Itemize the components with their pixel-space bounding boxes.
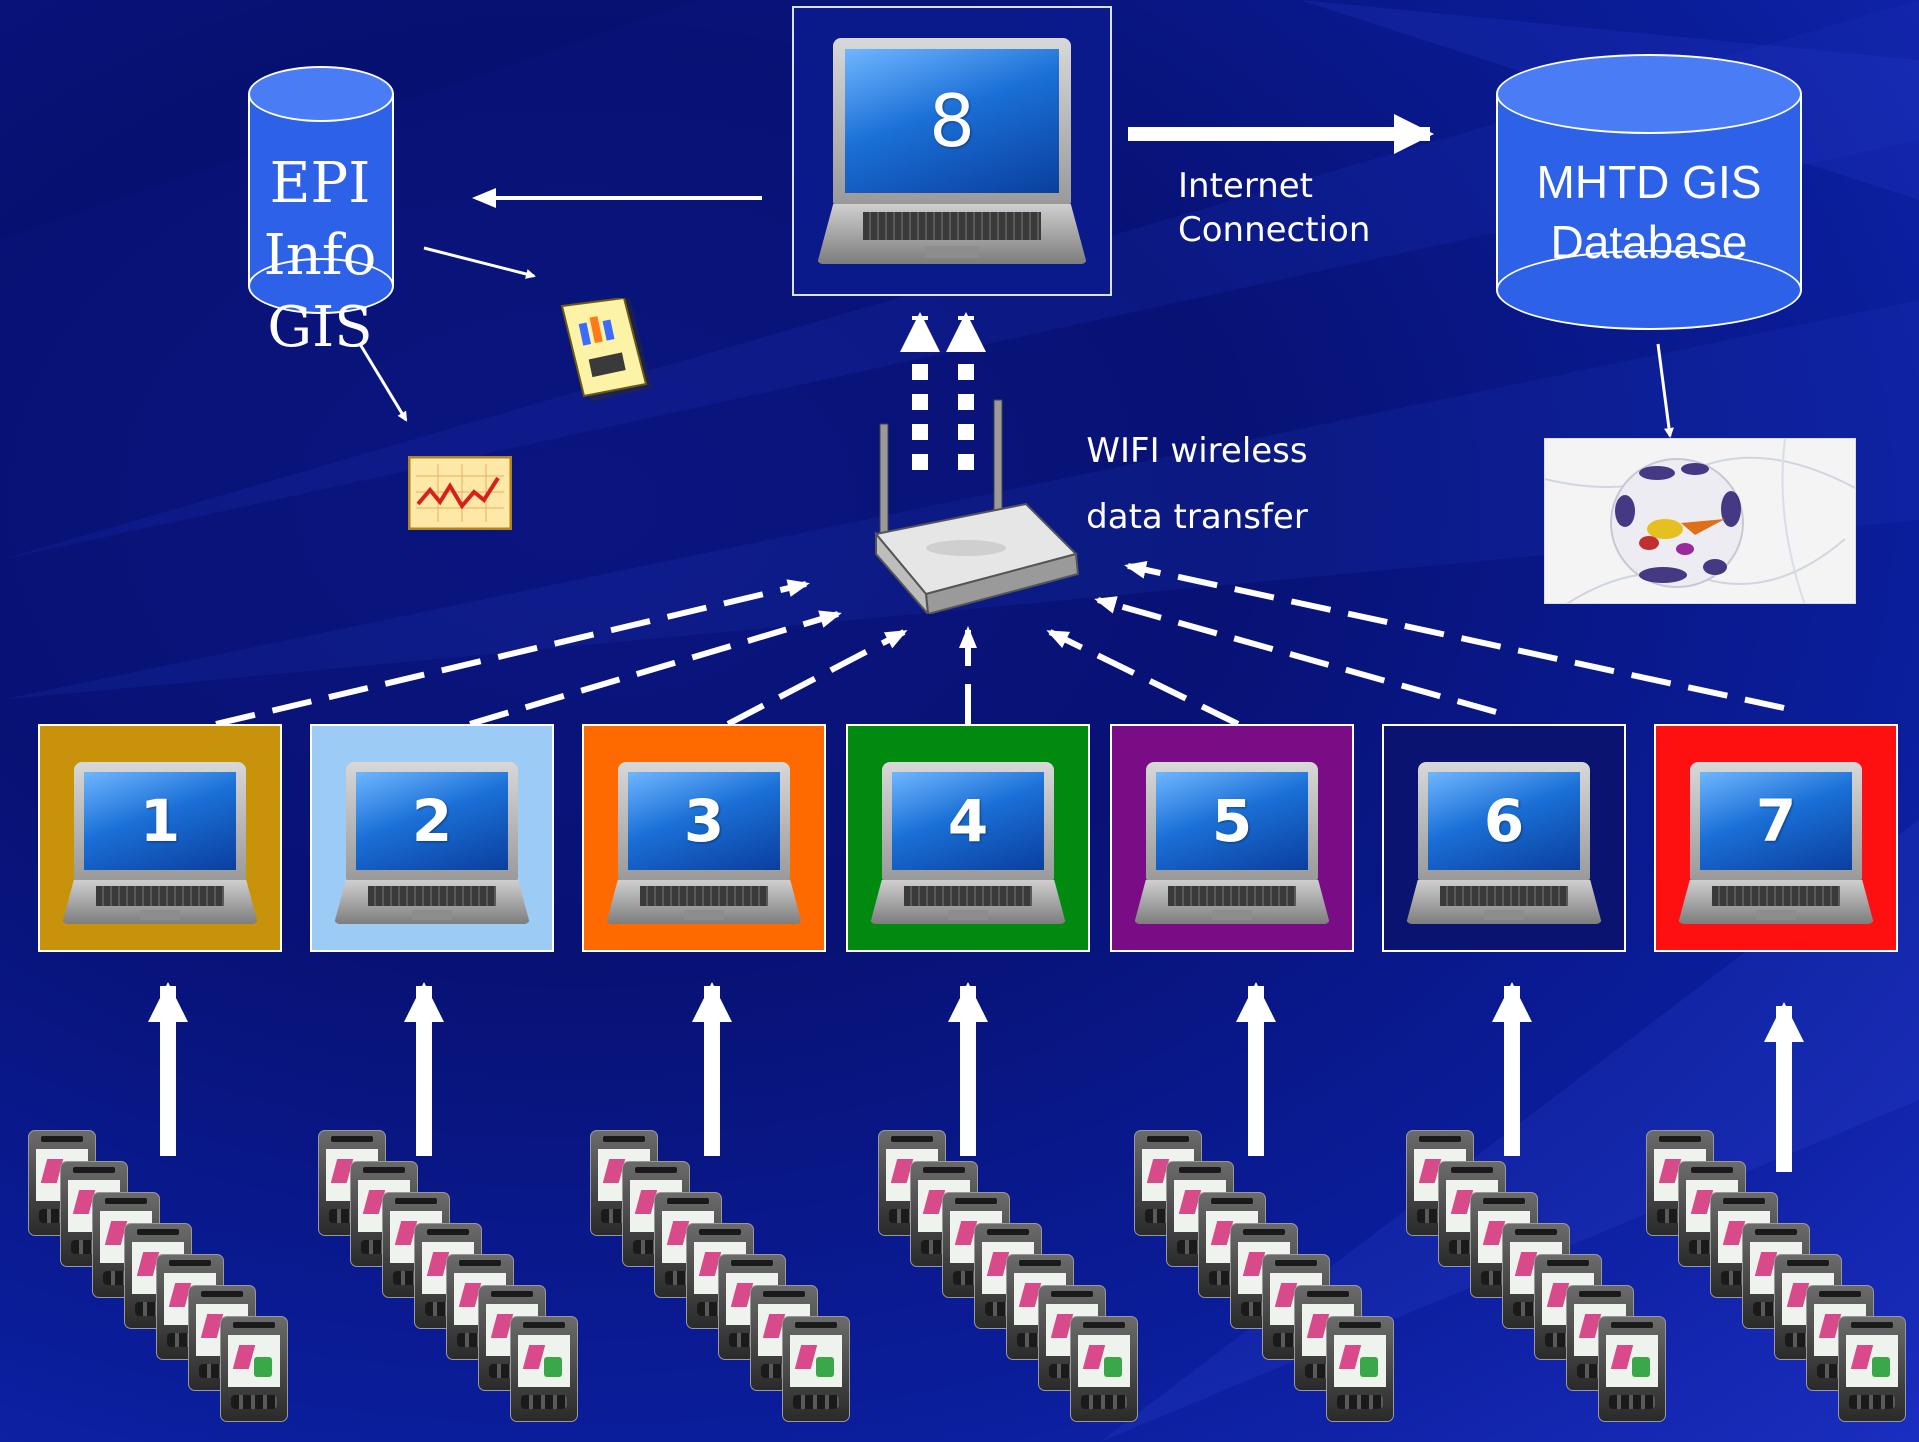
internet-connection-line1: Internet — [1178, 166, 1314, 206]
mhtd-gis-label-line2: Database — [1550, 216, 1748, 268]
laptop-7-to-router-link — [1124, 561, 1785, 711]
field-laptop-4: 4 — [846, 724, 1090, 952]
line-chart-icon — [408, 456, 512, 530]
laptop-5-to-router-link — [1046, 629, 1240, 727]
server-laptop-number: 8 — [845, 49, 1059, 193]
field-laptop-number: 4 — [892, 772, 1044, 870]
laptop-icon: 8 — [817, 38, 1087, 274]
field-laptop-number: 1 — [84, 772, 236, 870]
server-laptop: 8 — [792, 6, 1112, 296]
field-laptop-5: 5 — [1110, 724, 1354, 952]
pda-icon — [220, 1316, 288, 1422]
laptop-icon: 1 — [62, 762, 258, 932]
field-laptop-1: 1 — [38, 724, 282, 952]
pda-stack-1 — [28, 1130, 308, 1442]
pda-stack-7 — [1646, 1130, 1919, 1442]
field-laptop-7: 7 — [1654, 724, 1898, 952]
epi-info-label-line1: EPI Info — [263, 151, 377, 288]
laptop-2-to-router-link — [469, 610, 842, 727]
pda-icon — [1598, 1316, 1666, 1422]
laptop-icon: 5 — [1134, 762, 1330, 932]
field-laptop-3: 3 — [582, 724, 826, 952]
laptop-icon: 6 — [1406, 762, 1602, 932]
pda-stack-5 — [1134, 1130, 1414, 1442]
laptop-icon: 2 — [334, 762, 530, 932]
pda-stack-2 — [318, 1130, 598, 1442]
laptop-icon: 3 — [606, 762, 802, 932]
mhtd-gis-database — [1496, 54, 1802, 330]
wifi-label-line1: WIFI wireless — [1086, 431, 1308, 471]
field-laptop-2: 2 — [310, 724, 554, 952]
laptop-icon: 7 — [1678, 762, 1874, 932]
epi-info-database — [248, 66, 394, 316]
internet-connection-line2: Connection — [1178, 210, 1371, 250]
mhtd-gis-label-line1: MHTD GIS — [1536, 156, 1762, 208]
gis-map-thumbnail — [1544, 438, 1856, 604]
pda-icon — [1070, 1316, 1138, 1422]
pda-stack-6 — [1406, 1130, 1686, 1442]
report-document-icon — [560, 298, 652, 402]
wifi-router-icon — [874, 399, 1080, 614]
field-laptop-number: 6 — [1428, 772, 1580, 870]
field-laptop-6: 6 — [1382, 724, 1626, 952]
pda-icon — [782, 1316, 850, 1422]
pda-icon — [1326, 1316, 1394, 1422]
pda-stack-4 — [878, 1130, 1158, 1442]
field-laptop-number: 2 — [356, 772, 508, 870]
laptop-icon: 4 — [870, 762, 1066, 932]
wifi-transfer-label: WIFI wireless data transfer — [1082, 418, 1312, 550]
field-laptop-number: 7 — [1700, 772, 1852, 870]
mhtd-to-map-arrow — [1656, 343, 1674, 438]
pda-icon — [510, 1316, 578, 1422]
field-laptop-number: 5 — [1156, 772, 1308, 870]
internet-connection-label: Internet Connection — [1178, 164, 1370, 252]
laptop-1-to-router-link — [215, 579, 810, 727]
pda-icon — [1838, 1316, 1906, 1422]
field-laptop-number: 3 — [628, 772, 780, 870]
pda-stack-3 — [590, 1130, 870, 1442]
epi-info-label-line2: GIS — [267, 295, 373, 360]
laptop-3-to-router-link — [726, 629, 908, 727]
epi-info-label: EPI Info GIS — [205, 148, 435, 364]
epi-to-report-arrow — [423, 246, 536, 279]
wifi-label-line2: data transfer — [1086, 497, 1308, 537]
epi-to-chart-arrow — [358, 343, 408, 422]
laptop-6-to-router-link — [1094, 596, 1497, 715]
mhtd-gis-label: MHTD GIS Database — [1496, 152, 1802, 272]
